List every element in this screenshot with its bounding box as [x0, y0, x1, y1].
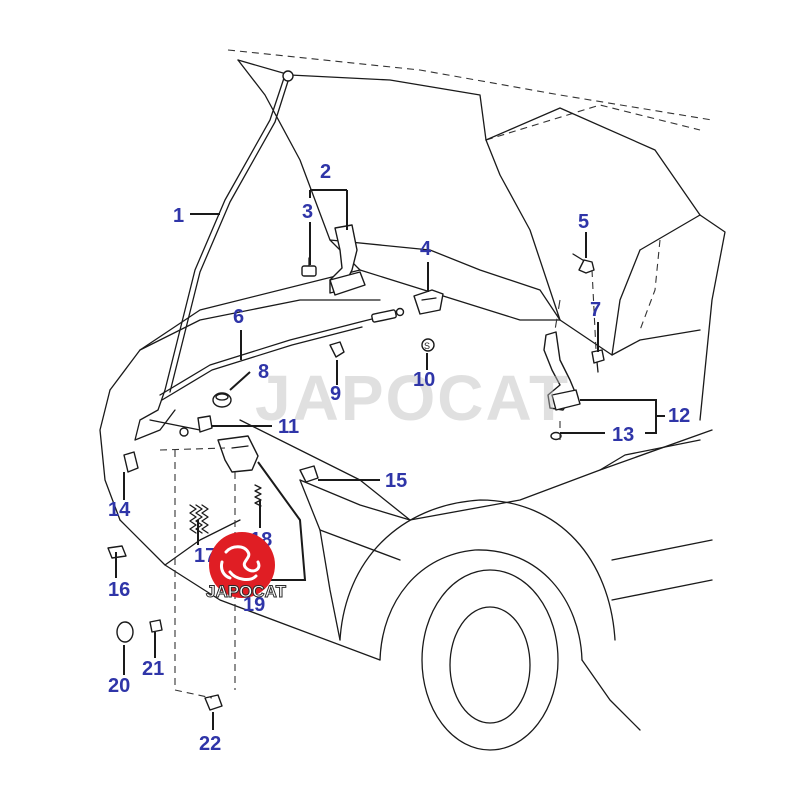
callout-6: 6: [233, 306, 244, 328]
cap-20: [116, 621, 134, 643]
bracket-14: [123, 451, 139, 473]
clip-15: [299, 465, 319, 483]
bolt-5: [572, 253, 595, 274]
clamp-11: [197, 415, 213, 433]
callout-15: 15: [385, 470, 407, 492]
plug-10: S: [421, 338, 435, 352]
logo-red-circle: [209, 532, 275, 598]
screw-21: [149, 619, 163, 633]
leader-lines: [115, 189, 665, 730]
svg-text:S: S: [424, 341, 430, 351]
spring-18: [254, 484, 262, 507]
callout-19: 19: [243, 594, 265, 616]
car-body-outline: [99, 49, 726, 751]
callout-13: 13: [612, 424, 634, 446]
logo-crab-mark: [220, 545, 261, 581]
hood-cushion-8: [212, 392, 232, 408]
callout-8: 8: [258, 361, 269, 383]
callout-11: 11: [278, 416, 299, 438]
release-cable: [149, 307, 405, 437]
callout-1: 1: [173, 205, 184, 227]
watermark-text: JAPOCAT: [255, 362, 570, 434]
logo-text: JAPOCAT: [206, 582, 287, 601]
hood-panel: [139, 59, 561, 351]
callout-2: 2: [320, 161, 331, 183]
callout-21: 21: [142, 658, 164, 680]
hood-hinge: [301, 224, 366, 296]
callout-numbers: 1 2 3 4 5 6 7 8 9 10 11 12 13 14 15 16 1…: [108, 161, 690, 755]
callout-12: 12: [668, 405, 690, 427]
bolt-7: [591, 349, 605, 373]
bolt-22: [204, 694, 223, 711]
callout-4: 4: [420, 238, 432, 260]
clip-9: [329, 341, 345, 358]
callout-9: 9: [330, 383, 341, 405]
hood-support-rod: [134, 70, 294, 441]
japocat-logo: JAPOCAT: [206, 532, 287, 602]
right-hinge: [543, 331, 581, 441]
callout-7: 7: [590, 299, 601, 321]
hood-lock: [413, 289, 444, 315]
callout-20: 20: [108, 675, 130, 697]
callout-3: 3: [302, 201, 313, 223]
callout-5: 5: [578, 211, 589, 233]
callout-16: 16: [108, 579, 130, 601]
callout-14: 14: [108, 499, 131, 521]
callout-22: 22: [199, 733, 221, 755]
guide-lines: [159, 269, 597, 699]
callout-10: 10: [413, 369, 435, 391]
hood-lock-lower: [217, 435, 259, 473]
